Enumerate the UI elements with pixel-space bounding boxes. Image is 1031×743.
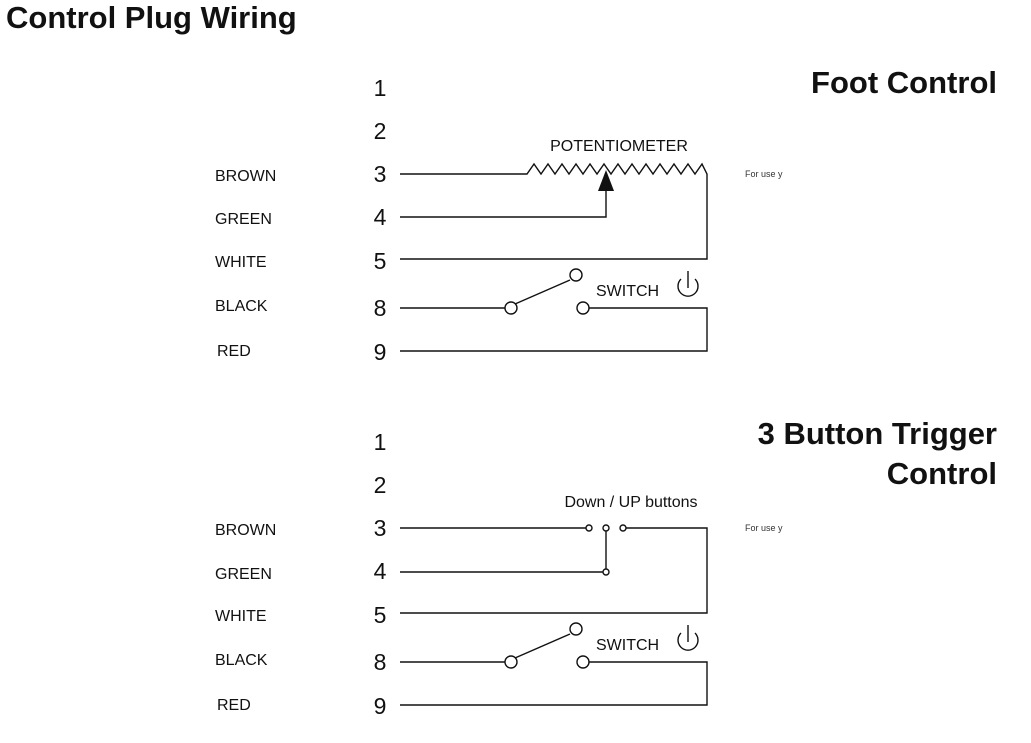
wire-color-label: WHITE [215, 608, 267, 625]
switch-label: SWITCH [596, 283, 659, 300]
switch-lever [514, 279, 571, 305]
white-wire [400, 527, 708, 614]
side-note: For use y [745, 169, 783, 179]
pin-number: 3 [374, 515, 387, 541]
wire-color-label: RED [217, 697, 251, 714]
switch-terminal [576, 301, 590, 315]
wire-color-label: GREEN [215, 211, 272, 228]
pin-number: 5 [374, 248, 387, 274]
switch-terminal [504, 301, 518, 315]
button-contact [602, 568, 610, 576]
switch-terminal [504, 655, 518, 669]
buttons-label: Down / UP buttons [564, 494, 697, 511]
wiper-wire [400, 180, 607, 218]
potentiometer-label: POTENTIOMETER [550, 138, 688, 155]
power-icon [677, 271, 699, 297]
switch-label: SWITCH [596, 637, 659, 654]
wire-color-label: RED [217, 343, 251, 360]
switch-lever [514, 633, 571, 659]
power-icon [677, 625, 699, 651]
switch-terminal [569, 268, 583, 282]
pin-number: 3 [374, 161, 387, 187]
pin-number: 2 [374, 472, 387, 498]
trigger-control-heading-line2: Control [887, 456, 997, 491]
pin-number: 8 [374, 649, 387, 675]
pin-number: 1 [374, 429, 387, 455]
potentiometer-resistor [400, 162, 708, 260]
foot-control-diagram: Foot Control 1 2 3 4 5 8 9 BROWN GREEN W… [215, 65, 997, 365]
pin-number: 9 [374, 693, 387, 719]
pin-number: 8 [374, 295, 387, 321]
trigger-control-heading-line1: 3 Button Trigger [758, 416, 997, 451]
wire-color-label: BROWN [215, 168, 276, 185]
page-title: Control Plug Wiring [6, 0, 297, 35]
wiper-arrow [598, 170, 614, 191]
wire-color-label: GREEN [215, 566, 272, 583]
pin-number: 9 [374, 339, 387, 365]
switch-terminal [576, 655, 590, 669]
button-contact [585, 524, 593, 532]
pin-number: 2 [374, 118, 387, 144]
pin-number: 5 [374, 602, 387, 628]
pin-number: 4 [374, 558, 387, 584]
button-contact [602, 524, 610, 532]
wire-color-label: BLACK [215, 652, 268, 669]
button-contact [619, 524, 627, 532]
wire-color-label: BROWN [215, 522, 276, 539]
side-note: For use y [745, 523, 783, 533]
foot-control-heading: Foot Control [811, 65, 997, 100]
switch-wire-red [400, 307, 708, 352]
switch-terminal [569, 622, 583, 636]
wire-color-label: BLACK [215, 298, 268, 315]
switch-wire-red [400, 661, 708, 706]
pin-number: 4 [374, 204, 387, 230]
trigger-control-diagram: 3 Button Trigger Control 1 2 3 4 5 8 9 B… [215, 416, 997, 719]
wire-color-label: WHITE [215, 254, 267, 271]
pin-number: 1 [374, 75, 387, 101]
